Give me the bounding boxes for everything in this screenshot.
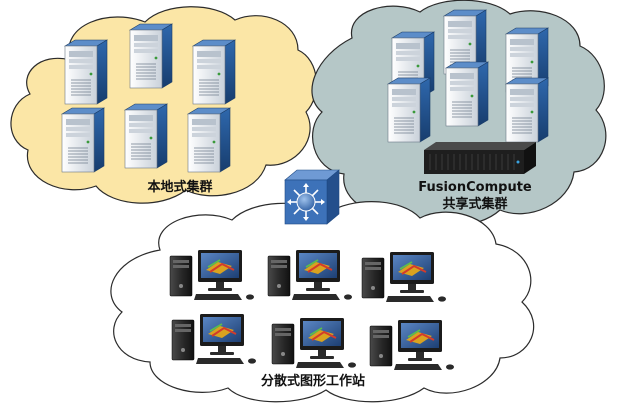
local-server-3 bbox=[192, 39, 236, 105]
local-server-6 bbox=[187, 107, 231, 173]
local-server-4 bbox=[61, 107, 105, 173]
fusioncompute-label: FusionCompute bbox=[418, 180, 532, 195]
shared-server-5 bbox=[445, 61, 489, 127]
shared-cluster-label: 共享式集群 bbox=[442, 197, 508, 212]
local-server-5 bbox=[124, 103, 168, 169]
shared-server-6 bbox=[505, 77, 549, 143]
shared-server-4 bbox=[387, 77, 431, 143]
local-cluster-label: 本地式集群 bbox=[147, 180, 213, 195]
local-server-1 bbox=[64, 39, 108, 105]
network-switch-icon bbox=[284, 169, 340, 225]
storage-chassis bbox=[424, 142, 536, 174]
workstations-label: 分散式图形工作站 bbox=[260, 374, 365, 389]
workstations-cloud bbox=[110, 201, 535, 403]
local-server-2 bbox=[129, 23, 173, 89]
